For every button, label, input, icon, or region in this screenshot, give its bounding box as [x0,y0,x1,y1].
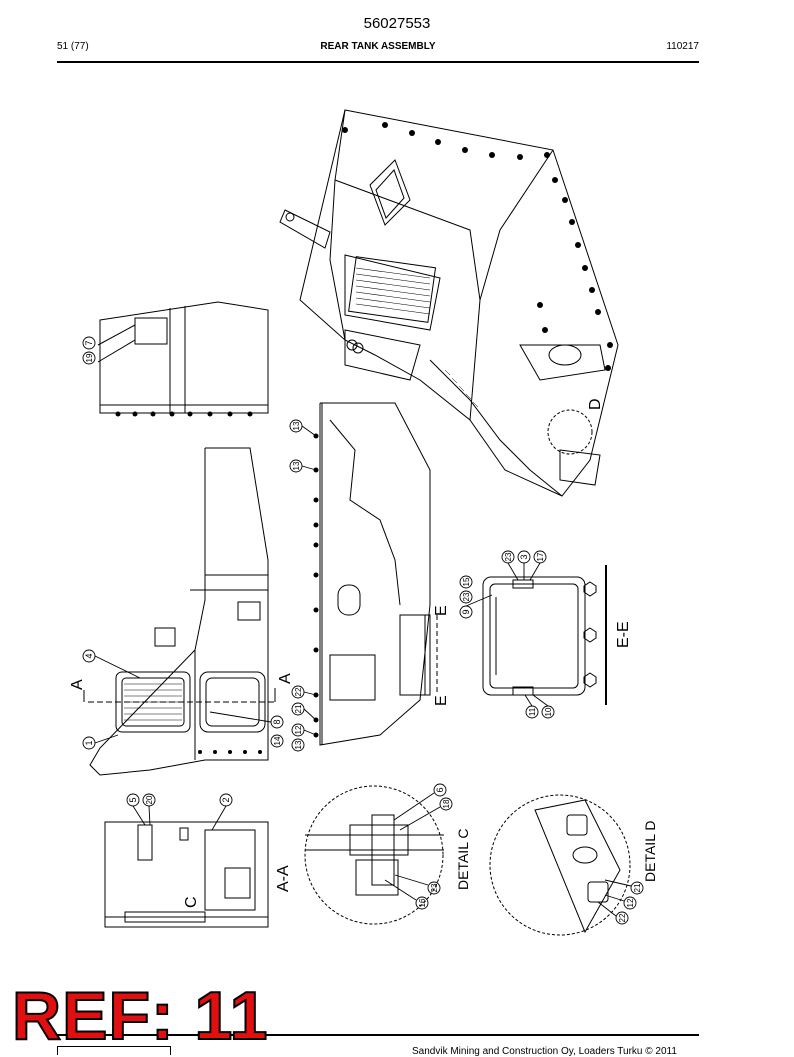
document-number: 56027553 [363,15,431,32]
svg-text:8: 8 [272,719,282,724]
svg-text:17: 17 [536,552,545,561]
callout-12a: 12 [291,723,317,737]
svg-text:19: 19 [85,353,94,362]
svg-text:3: 3 [519,554,529,559]
svg-text:14: 14 [273,736,282,745]
callout-4: 4 [82,649,141,679]
svg-text:20: 20 [145,795,154,804]
callout-20: 20 [142,793,156,826]
svg-text:22: 22 [618,913,627,922]
detail-d-marker: D [587,398,604,410]
callout-8: 8 [209,711,284,729]
callout-22a: 22 [291,685,317,699]
section-aa-label: A-A [275,865,292,892]
page-title: REAR TANK ASSEMBLY [320,41,436,52]
center-profile-view: E E [313,402,450,746]
callout-5: 5 [126,793,146,826]
svg-text:4: 4 [84,653,94,658]
svg-text:12: 12 [626,898,635,907]
callout-16: 16 [384,879,429,910]
callout-18: 18 [399,797,453,831]
callout-13a: 13 [289,419,317,437]
header-divider [57,61,699,63]
svg-text:13: 13 [292,461,301,470]
svg-text:12: 12 [294,725,303,734]
svg-text:23: 23 [504,552,513,561]
section-a-right: A [277,673,294,684]
callout-1: 1 [82,734,119,750]
callout-23c: 23 [394,874,441,895]
callout-22b: 22 [597,901,629,925]
svg-text:2: 2 [221,797,231,802]
svg-text:6: 6 [435,787,445,792]
svg-text:13: 13 [292,421,301,430]
copyright-text: Sandvik Mining and Construction Oy, Load… [412,1046,677,1057]
svg-text:21: 21 [294,704,303,713]
callout-2: 2 [211,793,233,831]
svg-text:21: 21 [633,883,642,892]
detail-c-marker: C [183,896,200,908]
section-e-bottom: E [433,695,450,706]
svg-text:5: 5 [128,797,138,802]
detail-d-label: DETAIL D [642,821,658,882]
section-e-top: E [433,605,450,616]
svg-text:9: 9 [461,609,471,614]
top-left-view [97,301,269,417]
svg-text:15: 15 [462,577,471,586]
callout-7: 7 [82,336,96,350]
callout-9: 9 [459,594,493,619]
svg-text:22: 22 [294,687,303,696]
footer-divider [57,1034,699,1036]
callout-bubbles: 1 4 8 14 7 19 13 13 22 21 12 13 9 23 15 [82,336,644,925]
section-a-left: A [69,679,86,690]
callout-23b: 23 [501,550,519,581]
callout-12b: 12 [604,894,637,910]
svg-text:11: 11 [528,707,537,716]
svg-text:7: 7 [84,340,94,345]
ee-section-view: E-E [482,565,632,705]
sandvik-logo [57,1046,171,1055]
svg-text:16: 16 [418,898,427,907]
callout-11: 11 [524,694,539,719]
callout-14: 14 [270,734,284,748]
detail-c-view: DETAIL C [304,785,471,925]
callout-19: 19 [82,351,96,365]
detail-d-view: DETAIL D [489,794,658,936]
callout-3: 3 [517,550,531,580]
ref-stamp: REF: 11 [11,978,269,1054]
callout-17: 17 [529,550,547,581]
callout-13b: 13 [289,459,317,473]
detail-c-label: DETAIL C [455,829,471,890]
aa-section-view: A-A C [104,821,292,928]
callout-21b: 21 [604,879,644,895]
svg-text:1: 1 [84,740,94,745]
svg-text:18: 18 [442,799,451,808]
callout-13c: 13 [291,738,305,752]
section-ee-label: E-E [615,621,632,648]
callout-21a: 21 [291,702,317,721]
page-header: 51 (77) REAR TANK ASSEMBLY 110217 [57,41,699,55]
page-number: 51 (77) [57,41,89,52]
svg-text:10: 10 [544,707,553,716]
document-date: 110217 [666,41,699,52]
callout-10: 10 [532,694,555,719]
isometric-tank-view: D [279,109,619,497]
callout-23a: 23 [459,590,473,604]
callout-6: 6 [393,783,447,821]
svg-text:23: 23 [462,592,471,601]
main-side-view: A A [69,447,294,776]
svg-text:13: 13 [294,740,303,749]
svg-text:23: 23 [430,883,439,892]
callout-15: 15 [459,575,473,589]
